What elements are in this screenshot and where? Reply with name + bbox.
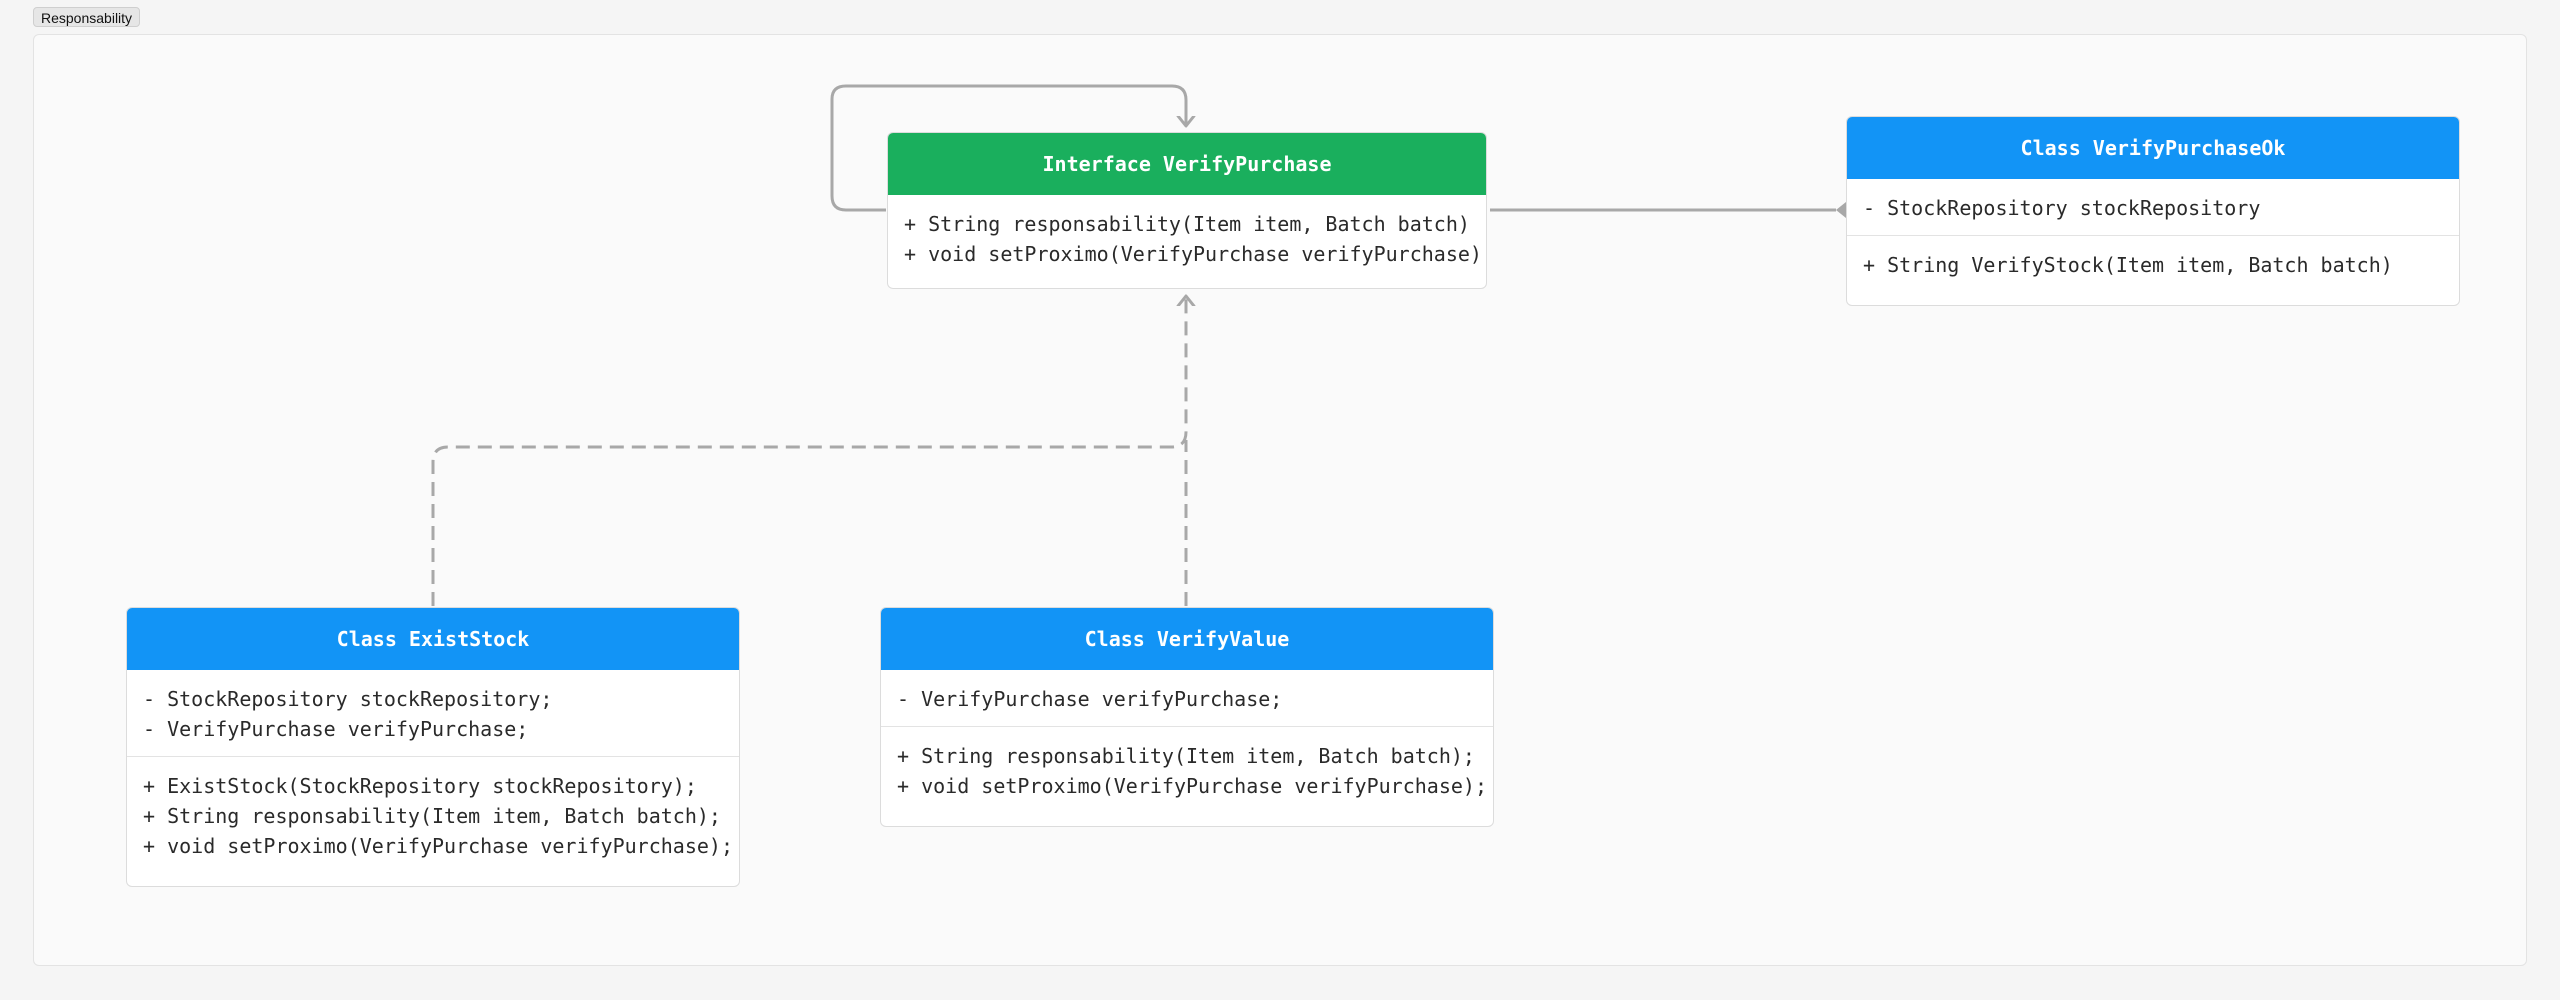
attributes-section: - StockRepository stockRepository; - Veri…	[127, 670, 739, 756]
node-title: Interface VerifyPurchase	[1042, 152, 1332, 176]
method-line: + String VerifyStock(Item item, Batch ba…	[1863, 253, 2393, 277]
attributes-section: - VerifyPurchase verifyPurchase;	[881, 670, 1493, 726]
node-title: Class VerifyValue	[1084, 627, 1290, 651]
node-header: Class ExistStock	[127, 608, 739, 670]
node-header: Interface VerifyPurchase	[888, 133, 1486, 195]
class-exist-stock[interactable]: Class ExistStock - StockRepository stock…	[126, 607, 740, 887]
method-line: + void setProximo(VerifyPurchase verifyP…	[897, 774, 1488, 798]
method-line: + String responsability(Item item, Batch…	[143, 804, 721, 828]
node-title: Class VerifyPurchaseOk	[2020, 136, 2286, 160]
method-line: + String responsability(Item item, Batch…	[897, 744, 1475, 768]
method-line: + ExistStock(StockRepository stockReposi…	[143, 774, 697, 798]
methods-section: + String responsability(Item item, Batch…	[888, 195, 1486, 281]
attribute-line: - StockRepository stockRepository;	[143, 687, 553, 711]
attribute-line: - StockRepository stockRepository	[1863, 196, 2261, 220]
methods-section: + String VerifyStock(Item item, Batch ba…	[1847, 235, 2459, 292]
interface-verify-purchase[interactable]: Interface VerifyPurchase + String respon…	[887, 132, 1487, 289]
methods-section: + String responsability(Item item, Batch…	[881, 726, 1493, 813]
method-line: + void setProximo(VerifyPurchase verifyP…	[904, 242, 1482, 266]
diagram-tab-label: Responsability	[41, 10, 133, 26]
class-verify-value[interactable]: Class VerifyValue - VerifyPurchase verif…	[880, 607, 1494, 827]
node-header: Class VerifyPurchaseOk	[1847, 117, 2459, 179]
attributes-section: - StockRepository stockRepository	[1847, 179, 2459, 235]
attribute-line: - VerifyPurchase verifyPurchase;	[143, 717, 529, 741]
diagram-tab[interactable]: Responsability	[33, 7, 141, 27]
method-line: + String responsability(Item item, Batch…	[904, 212, 1470, 236]
attribute-line: - VerifyPurchase verifyPurchase;	[897, 687, 1283, 711]
edge-realization-exist-stock	[431, 296, 1186, 606]
node-title: Class ExistStock	[336, 627, 530, 651]
node-header: Class VerifyValue	[881, 608, 1493, 670]
edge-self-loop	[830, 84, 1186, 212]
method-line: + void setProximo(VerifyPurchase verifyP…	[143, 834, 734, 858]
methods-section: + ExistStock(StockRepository stockReposi…	[127, 756, 739, 873]
class-verify-purchase-ok[interactable]: Class VerifyPurchaseOk - StockRepository…	[1846, 116, 2460, 306]
